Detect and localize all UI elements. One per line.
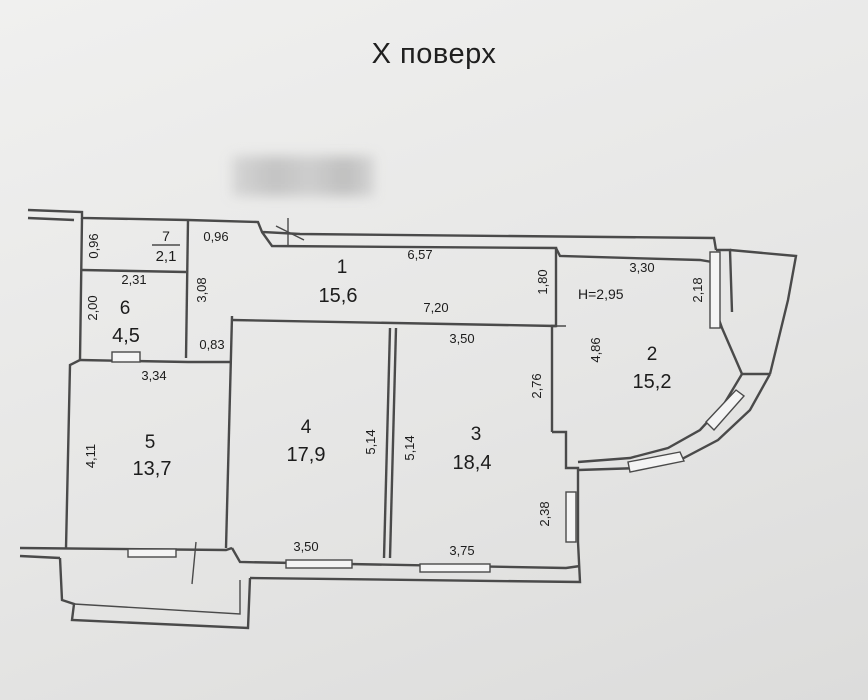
door-marks [191,218,566,585]
ceiling-height-label: H=2,95 [578,286,624,302]
room-3-number: 3 [471,424,482,445]
window-room-5 [127,548,177,558]
room-labels: 1 15,6 2 15,2 3 18,4 4 17,9 5 13,7 6 4,5… [112,228,671,480]
dim-3-30: 3,30 [629,260,654,275]
floor-title: Х поверх [371,38,497,70]
dim-3-50-top: 3,50 [449,331,474,346]
room-7-number: 7 [162,228,170,244]
room-5-area: 13,7 [133,458,172,480]
window-room-3-side [565,491,577,543]
room-5-number: 5 [145,432,156,453]
dim-4-86: 4,86 [588,337,603,362]
window-room-4 [285,559,353,569]
dim-2-38: 2,38 [537,501,552,526]
room-4-area: 17,9 [287,444,326,466]
room-7-area: 2,1 [156,248,177,265]
dim-0-96-top: 0,96 [203,229,228,244]
dim-6-57: 6,57 [407,247,432,262]
room-1-number: 1 [337,257,348,278]
dim-1-80: 1,80 [535,269,550,294]
dim-4-11: 4,11 [83,444,98,468]
room-2-number: 2 [647,344,658,365]
window-room-2-arc-2 [627,451,685,473]
dim-5-14-right: 5,14 [402,435,417,460]
dim-5-14-left: 5,14 [363,429,378,454]
blurred-watermark [232,156,374,196]
window-room-2-side [709,251,721,329]
windows [111,251,746,573]
dim-2-76: 2,76 [529,373,544,398]
dim-0-96-left: 0,96 [86,233,101,258]
dim-3-50-bottom: 3,50 [293,539,318,554]
window-room-2-arc-1 [705,389,746,432]
dim-3-75: 3,75 [449,543,474,558]
dim-3-34: 3,34 [141,368,166,383]
dim-0-83: 0,83 [199,337,224,352]
room-1-area: 15,6 [319,285,358,307]
dim-2-18: 2,18 [690,277,705,302]
room-3-area: 18,4 [453,452,492,474]
dim-3-08: 3,08 [194,277,209,302]
window-room-3 [419,563,491,573]
room-6-area: 4,5 [112,325,140,347]
dim-2-00: 2,00 [85,295,100,320]
room-4-number: 4 [301,417,312,438]
room-6-number: 6 [120,298,131,319]
room-2-area: 15,2 [633,371,672,393]
dimension-labels: 0,96 0,96 2,31 2,00 3,08 0,83 3,34 4,11 … [83,229,705,558]
dim-7-20: 7,20 [423,300,448,315]
door-room-6 [111,351,141,363]
dim-2-31: 2,31 [121,272,146,287]
